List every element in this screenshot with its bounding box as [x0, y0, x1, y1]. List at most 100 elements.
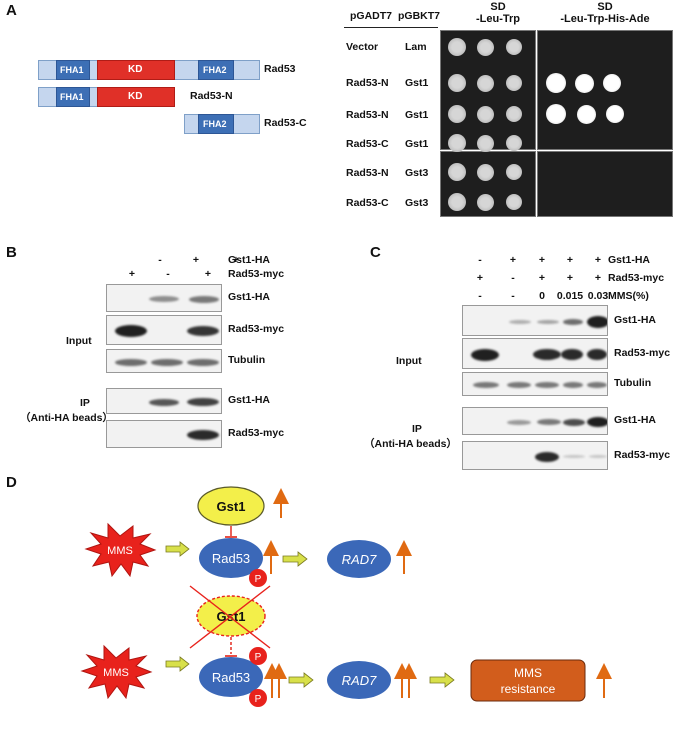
y2h-row-gbkt7: Gst1	[405, 138, 429, 150]
kd-domain-n: KD	[97, 87, 175, 107]
panel-c-gst1-header: Gst1-HA	[608, 254, 651, 266]
fha1-domain-n: FHA1	[56, 87, 90, 107]
western-band	[187, 430, 219, 440]
western-band	[507, 382, 531, 388]
construct-label-rad53: Rad53	[264, 63, 296, 75]
yeast-spot-growth	[546, 73, 566, 93]
panel-c-input-label: Input	[396, 355, 422, 367]
panel-b-input-label: Input	[66, 335, 92, 347]
fha1-domain: FHA1	[56, 60, 90, 80]
western-band	[187, 398, 219, 406]
panelC-blot-label: Rad53-myc	[614, 346, 671, 359]
panel-c-mms-sign: -	[511, 290, 515, 302]
yeast-spot	[506, 75, 522, 91]
kd-domain: KD	[97, 60, 175, 80]
mms-resistance-line1: MMS	[514, 666, 542, 680]
y2h-row-gadt7: Rad53-C	[346, 197, 389, 209]
panelC-blot-3	[462, 407, 608, 435]
panel-c-gst1-sign: +	[566, 254, 574, 266]
arrow-mms-to-rad53-top	[165, 541, 190, 557]
yeast-spot	[448, 134, 466, 152]
western-band	[563, 455, 585, 458]
panelC-blot-label: Tubulin	[614, 377, 652, 389]
panel-c-rad53-header: Rad53-myc	[608, 272, 665, 284]
arrow-rad53-to-rad7-top	[282, 551, 308, 567]
panel-c-gst1-sign: +	[594, 254, 602, 266]
rad53-node-top	[199, 538, 263, 578]
plate-sd-qdo-bottom	[537, 151, 673, 217]
panel-c-mms-sign: 0	[539, 290, 545, 302]
western-band	[507, 419, 531, 425]
phospho-node-bottom-2	[249, 689, 267, 707]
panel-b-rad53-header: Rad53-myc	[228, 268, 285, 280]
yeast-spot	[448, 74, 466, 92]
panelC-blot-label: Gst1-HA	[614, 313, 657, 326]
western-band	[563, 382, 583, 388]
model-diagram: MMS Gst1 Rad53 P RAD7 MMS Gst1 Rad53 P P…	[80, 486, 612, 707]
panel-b-ip-label: IP	[80, 397, 90, 409]
panel-c-mms-sign: 0.03	[587, 290, 609, 302]
sd2-title-line2: -Leu-Trp-His-Ade	[560, 13, 650, 25]
fha2-domain-c: FHA2	[198, 114, 234, 134]
y2h-row-gadt7: Rad53-N	[346, 77, 389, 89]
rad7-node-top	[327, 540, 391, 578]
western-band	[535, 451, 559, 462]
western-band	[149, 296, 179, 302]
yeast-spot	[448, 38, 466, 56]
panelC-blot-label: Gst1-HA	[614, 414, 657, 426]
y2h-row-gbkt7: Gst1	[405, 109, 429, 121]
yeast-spot	[506, 194, 522, 210]
panelB-blot-label: Gst1-HA	[228, 394, 271, 406]
gst1-label-top: Gst1	[217, 499, 246, 514]
panel-b-gst1-sign: +	[192, 254, 200, 266]
yeast-spot	[476, 105, 494, 123]
panel-label-c: C	[370, 244, 381, 261]
sd1-title-line2: -Leu-Trp	[476, 13, 520, 25]
col-header-pgadt7: pGADT7	[350, 10, 392, 22]
phospho-node-bottom-1	[249, 647, 267, 665]
construct-label-rad53-n: Rad53-N	[190, 90, 233, 102]
arrow-rad53-to-rad7-bottom	[288, 672, 314, 688]
rad7-node-bottom	[327, 661, 391, 699]
western-band	[587, 315, 607, 328]
western-band	[471, 348, 499, 361]
mms-label-top: MMS	[107, 545, 133, 557]
panel-b-ip-beads-label: （Anti-HA beads）	[20, 412, 113, 424]
yeast-spot	[476, 193, 494, 211]
yeast-spot	[476, 74, 494, 92]
panelB-blot-4	[106, 420, 222, 448]
panelB-blot-1	[106, 315, 222, 345]
panelB-blot-label: Rad53-myc	[228, 323, 285, 335]
western-band	[587, 382, 607, 388]
panel-b-rad53-sign: -	[166, 268, 170, 280]
y2h-row-gadt7: Rad53-N	[346, 109, 389, 121]
panel-c-gst1-sign: +	[509, 254, 517, 266]
western-band	[563, 318, 583, 325]
western-band	[189, 295, 219, 303]
rad53-label-bottom: Rad53	[212, 670, 250, 685]
rad53-domain-map: FHA1 KD FHA2 Rad53 FHA1 KD Rad53-N FHA2 …	[0, 0, 307, 140]
western-band	[473, 382, 499, 388]
panel-b-gst1-sign: -	[158, 254, 162, 266]
panelB-blot-2	[106, 349, 222, 373]
panelC-blot-0	[462, 305, 608, 336]
panel-c-mms-sign: 0.015	[556, 290, 584, 302]
y2h-row-gbkt7: Lam	[405, 41, 427, 53]
yeast-spot	[448, 163, 466, 181]
panelB-blot-3	[106, 388, 222, 414]
western-band	[151, 358, 183, 366]
rad53-node-bottom	[199, 657, 263, 697]
y2h-row-gbkt7: Gst1	[405, 77, 429, 89]
panelC-blot-4	[462, 441, 608, 470]
yeast-spot	[506, 164, 522, 180]
yeast-spot-growth	[574, 73, 594, 93]
panelB-blot-label: Rad53-myc	[228, 427, 285, 439]
panel-c-rad53-sign: +	[594, 272, 602, 284]
panel-c-rad53-sign: +	[566, 272, 574, 284]
y2h-row-gbkt7: Gst3	[405, 167, 429, 179]
panelC-blot-1	[462, 338, 608, 369]
panelC-blot-2	[462, 372, 608, 396]
mms-starburst-bottom	[80, 644, 153, 700]
yeast-spot-growth	[603, 74, 621, 92]
panel-label-b: B	[6, 244, 17, 261]
